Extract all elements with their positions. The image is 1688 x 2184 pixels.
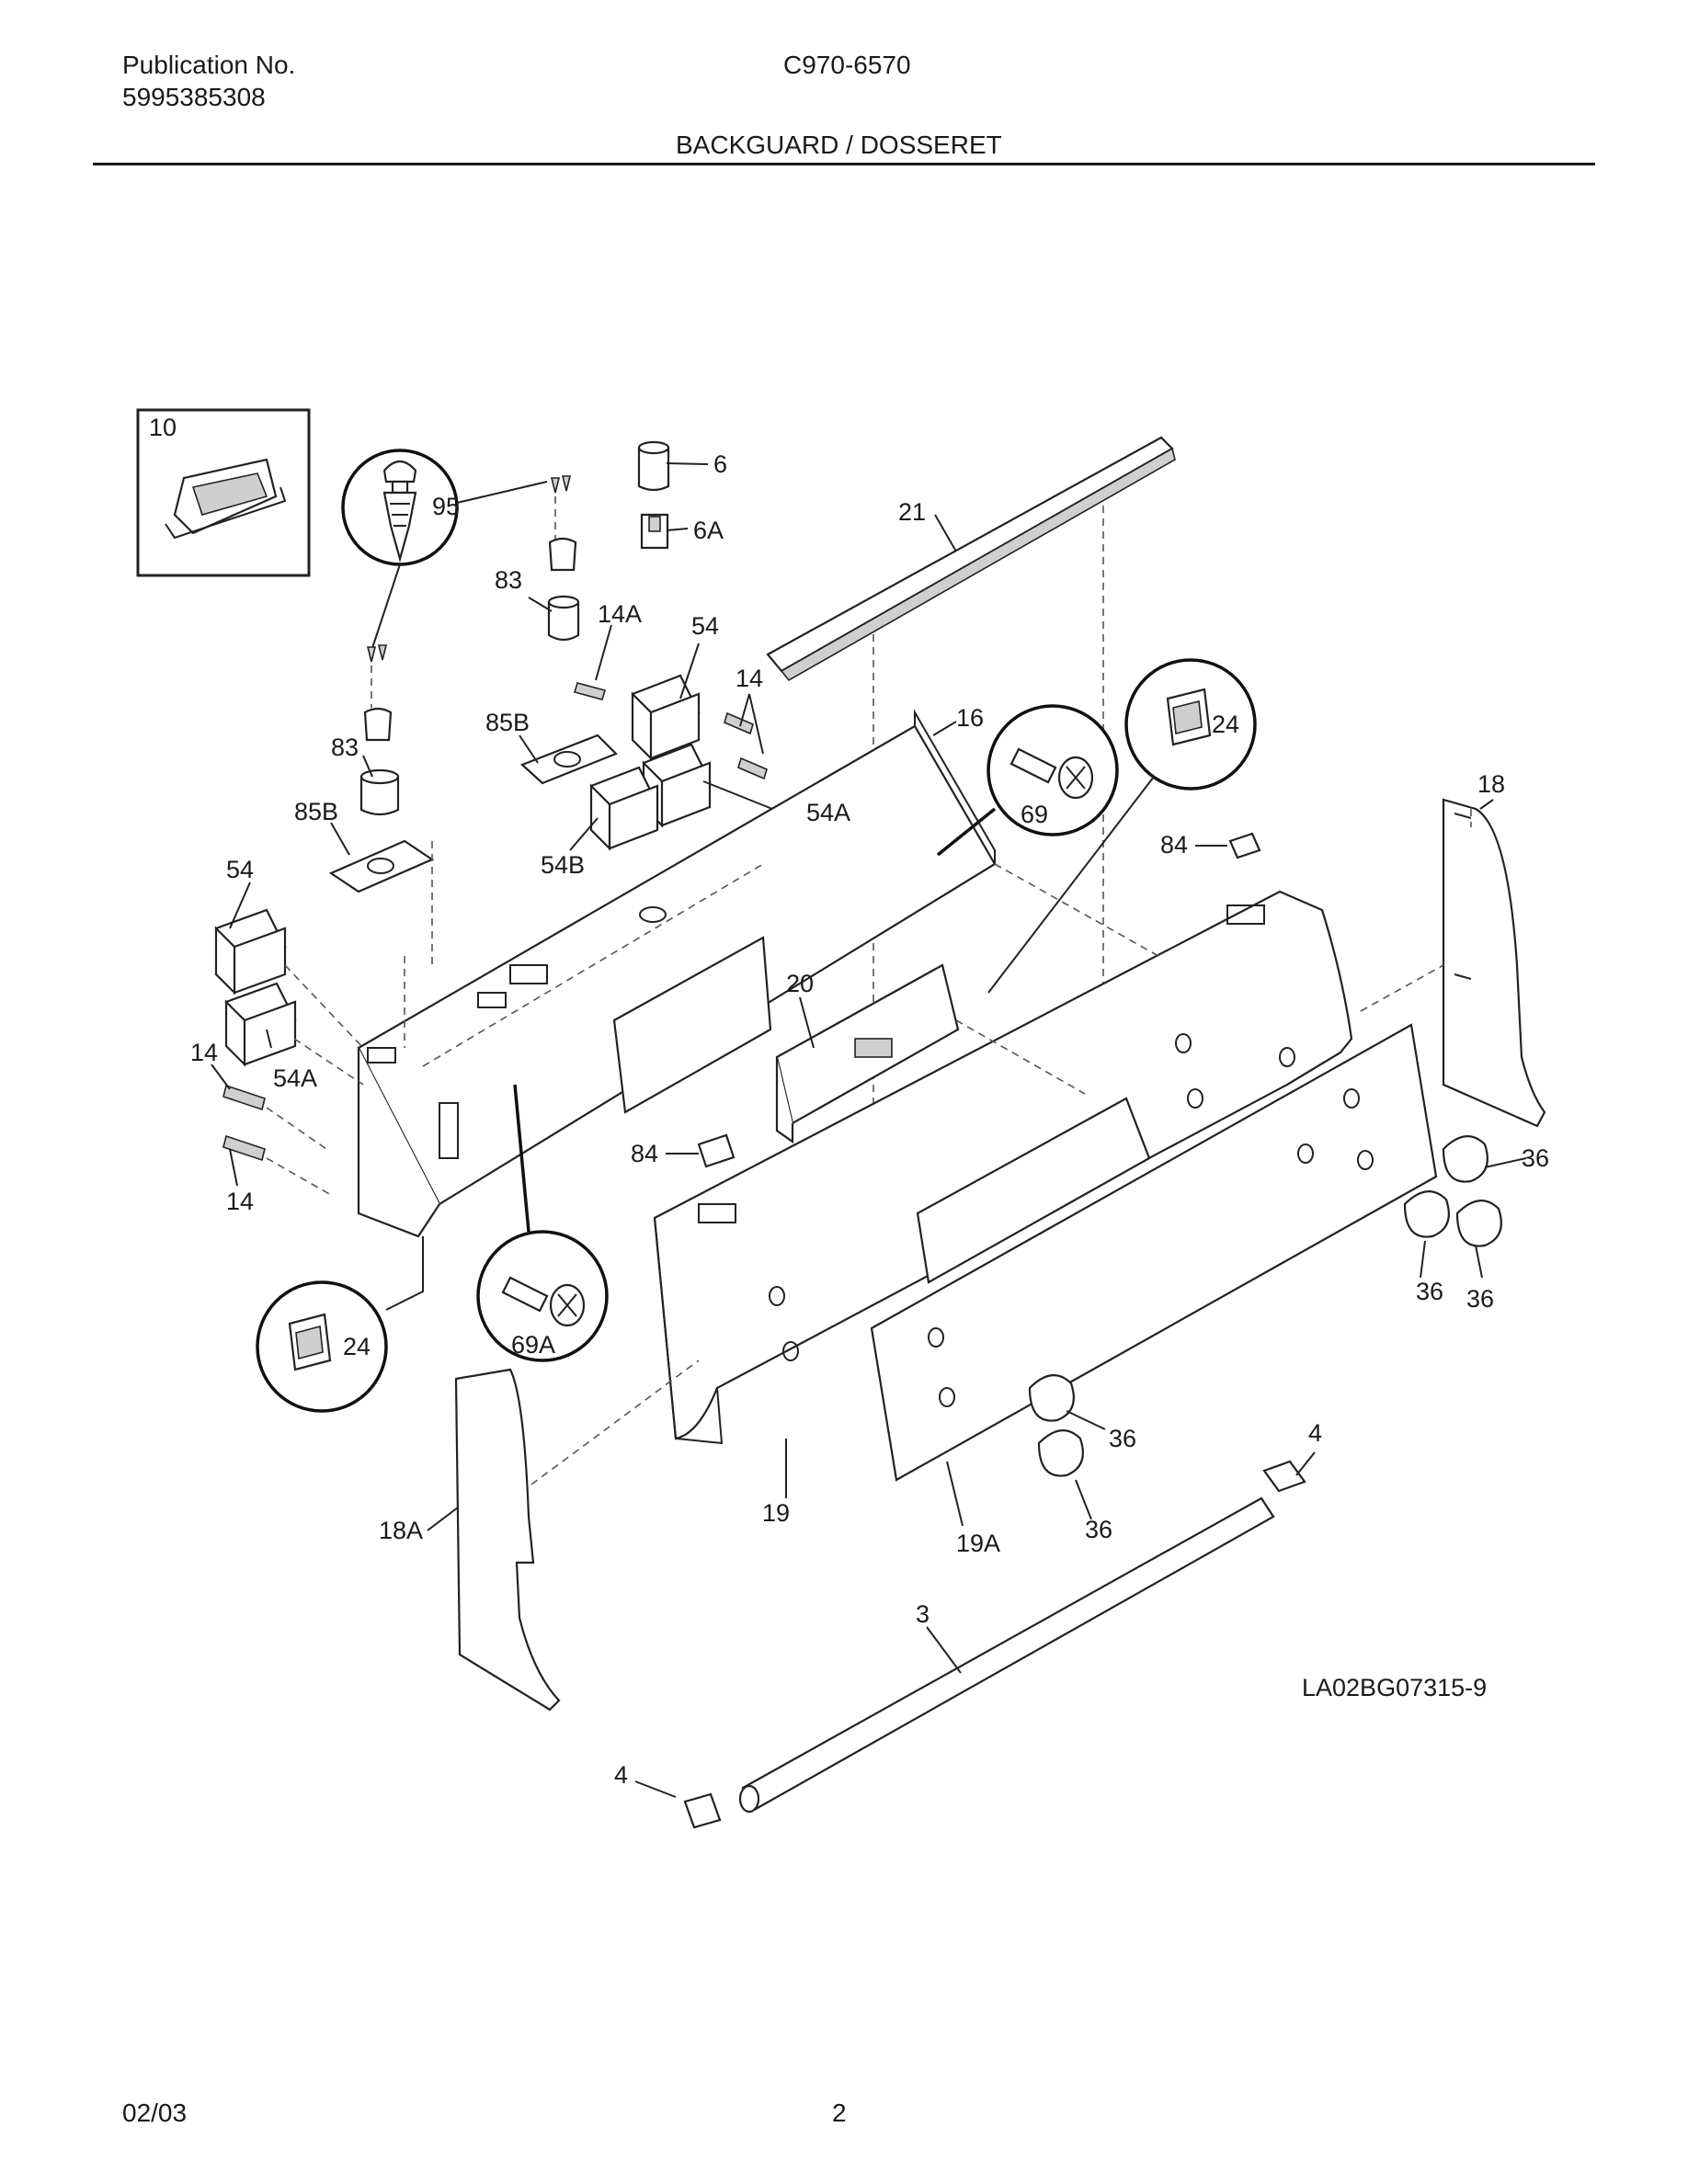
callout-83-upper: 83	[495, 566, 522, 594]
callout-14-top: 14	[736, 665, 763, 692]
part-36-knobs	[1028, 1135, 1502, 1477]
part-54-switches	[214, 674, 712, 1067]
date-code: 02/03	[122, 2099, 188, 2127]
callout-54a-upper: 54A	[806, 799, 850, 826]
callout-6a: 6A	[693, 517, 724, 544]
callout-19a: 19A	[956, 1530, 1000, 1557]
callout-54a-left: 54A	[273, 1064, 317, 1092]
callout-20: 20	[786, 970, 814, 997]
part-84-clips	[697, 832, 1261, 1168]
part-18a-left-endcap	[454, 1359, 700, 1712]
part-10-transformer-inset	[136, 408, 311, 577]
callout-36-center-lower: 36	[1085, 1516, 1112, 1543]
callout-85b-upper: 85B	[485, 709, 530, 736]
part-14-terminals	[222, 682, 768, 1162]
part-3-light-tube	[683, 1460, 1306, 1829]
callout-10: 10	[149, 414, 177, 441]
callout-14a: 14A	[598, 600, 642, 628]
part-24-switch-circle-bottom	[256, 1236, 424, 1413]
callout-4-left: 4	[614, 1761, 628, 1789]
callout-83-lower: 83	[331, 734, 359, 761]
header-rule	[93, 163, 1595, 165]
callout-84-right: 84	[1160, 831, 1188, 859]
part-83-upper	[547, 537, 580, 642]
callout-16: 16	[956, 704, 984, 732]
callout-69: 69	[1021, 801, 1048, 828]
callout-54-upper: 54	[691, 612, 719, 640]
callout-69a: 69A	[511, 1331, 555, 1359]
callout-21: 21	[898, 498, 926, 526]
part-19a-overlay	[870, 1023, 1438, 1482]
callout-labels: 10 95 6 6A 21 83 14A 54 14 85B 16 24 83 …	[149, 414, 1549, 1789]
callout-24-bottom: 24	[343, 1333, 371, 1360]
section-title: BACKGUARD / DOSSERET	[676, 131, 1002, 159]
callout-84-center: 84	[631, 1140, 658, 1167]
part-83-lower	[359, 707, 400, 816]
callout-36-right-left: 36	[1416, 1278, 1443, 1305]
callout-85b-lower: 85B	[294, 798, 338, 825]
part-69a-screw-circle	[476, 1084, 609, 1362]
part-95-clip-circle	[341, 449, 548, 649]
callout-14-left-upper: 14	[190, 1039, 218, 1066]
part-16-backguard-panel	[357, 709, 997, 1238]
callout-14-left-lower: 14	[226, 1188, 254, 1215]
part-69-screw-circle	[936, 704, 1119, 857]
callout-36-right-upper: 36	[1522, 1144, 1549, 1172]
callout-54b: 54B	[541, 851, 585, 879]
publication-number: 5995385308	[122, 83, 266, 111]
part-24-switch-circle-top	[987, 658, 1257, 994]
part-85b-brackets	[328, 734, 618, 893]
callout-24-top: 24	[1212, 711, 1239, 738]
part-6-insert	[637, 440, 670, 550]
part-20-control-board	[775, 963, 960, 1144]
callout-54-left: 54	[226, 856, 254, 883]
callout-18a: 18A	[379, 1517, 423, 1544]
callout-18: 18	[1477, 770, 1505, 798]
assembly-lines	[266, 809, 1472, 1196]
publication-label: Publication No.	[122, 51, 296, 79]
model-number: C970-6570	[783, 51, 911, 79]
callout-6: 6	[713, 450, 727, 478]
callout-36-right-right: 36	[1466, 1285, 1494, 1313]
callout-19: 19	[762, 1499, 790, 1527]
callout-36-center-upper: 36	[1109, 1425, 1136, 1452]
drawing-code: LA02BG07315-9	[1302, 1674, 1487, 1701]
callout-95: 95	[432, 493, 460, 520]
part-18-right-endcap	[1442, 798, 1546, 1128]
callout-3: 3	[916, 1600, 930, 1628]
leader-lines	[211, 462, 1527, 1798]
pins	[366, 475, 572, 708]
callout-4-right: 4	[1308, 1419, 1322, 1447]
page-number: 2	[832, 2099, 847, 2127]
